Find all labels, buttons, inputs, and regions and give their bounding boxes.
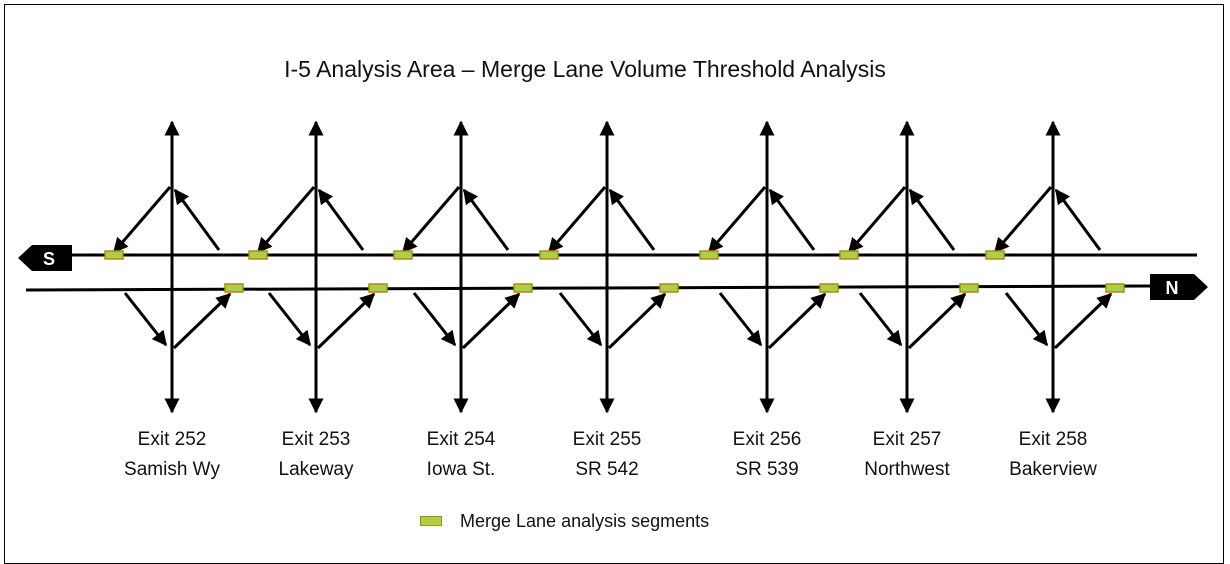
sb-merge-segment [699,250,719,260]
sb-off-ramp [908,188,956,251]
exit-number: Exit 257 [872,429,942,450]
nb-on-ramp [461,292,521,350]
exit-label: Exit 256 SR 539 [697,425,837,485]
exit-number: Exit 256 [732,429,802,450]
sb-on-ramp [847,186,907,254]
sb-merge-segment [839,250,859,260]
exit-label: Exit 255 SR 542 [537,425,677,485]
sb-on-ramp [547,186,607,254]
sb-off-ramp [462,188,510,251]
legend: Merge Lane analysis segments [420,509,709,533]
nb-off-ramp [1004,292,1049,347]
nb-merge-segment [819,283,839,293]
sb-merge-segment [393,250,413,260]
nb-on-ramp [172,292,232,350]
sb-merge-segment [985,250,1005,260]
sb-off-ramp [317,188,365,251]
exit-name: Iowa St. [426,459,496,480]
sb-off-ramp [1054,188,1102,251]
exit-name: Northwest [864,459,950,480]
exit-number: Exit 255 [572,429,642,450]
sb-off-ramp [173,188,221,251]
northbound-mainline [25,284,1153,292]
north-direction-marker: N [1150,274,1208,300]
interchange-diagram: S N [18,120,1208,414]
legend-label: Merge Lane analysis segments [460,510,710,531]
nb-on-ramp [316,292,376,350]
legend-swatch-icon [420,516,442,526]
north-label: N [1166,278,1179,298]
nb-on-ramp [607,292,667,350]
south-direction-marker: S [18,245,72,271]
exit-number: Exit 254 [426,429,496,450]
sb-merge-segment [248,250,268,260]
sb-on-ramp [112,186,172,254]
exit-number: Exit 252 [137,429,207,450]
nb-off-ramp [718,292,763,347]
sb-merge-segment [539,250,559,260]
sb-merge-segment [104,250,124,260]
exit-number: Exit 253 [281,429,351,450]
exit-name: SR 542 [575,459,639,480]
exit-name: Lakeway [278,459,354,480]
exit-name: Samish Wy [124,459,220,480]
nb-off-ramp [858,292,903,347]
sb-on-ramp [993,186,1053,254]
nb-off-ramp [412,292,457,347]
diagram-title: I-5 Analysis Area – Merge Lane Volume Th… [284,56,886,82]
nb-off-ramp [123,292,168,347]
nb-on-ramp [1053,292,1113,350]
nb-on-ramp [767,292,827,350]
nb-off-ramp [558,292,603,347]
nb-on-ramp [907,292,967,350]
south-label: S [43,249,55,269]
nb-merge-segment [513,283,533,293]
sb-on-ramp [401,186,461,254]
sb-on-ramp [707,186,767,254]
nb-off-ramp [267,292,312,347]
sb-on-ramp [256,186,316,254]
nb-merge-segment [224,283,244,293]
nb-merge-segment [368,283,388,293]
nb-merge-segment [1105,283,1125,293]
sb-off-ramp [768,188,816,251]
exit-name: SR 539 [735,459,799,480]
nb-merge-segment [959,283,979,293]
nb-merge-segment [659,283,679,293]
exit-number: Exit 258 [1018,429,1088,450]
exit-name: Bakerview [1009,459,1097,480]
sb-off-ramp [608,188,656,251]
